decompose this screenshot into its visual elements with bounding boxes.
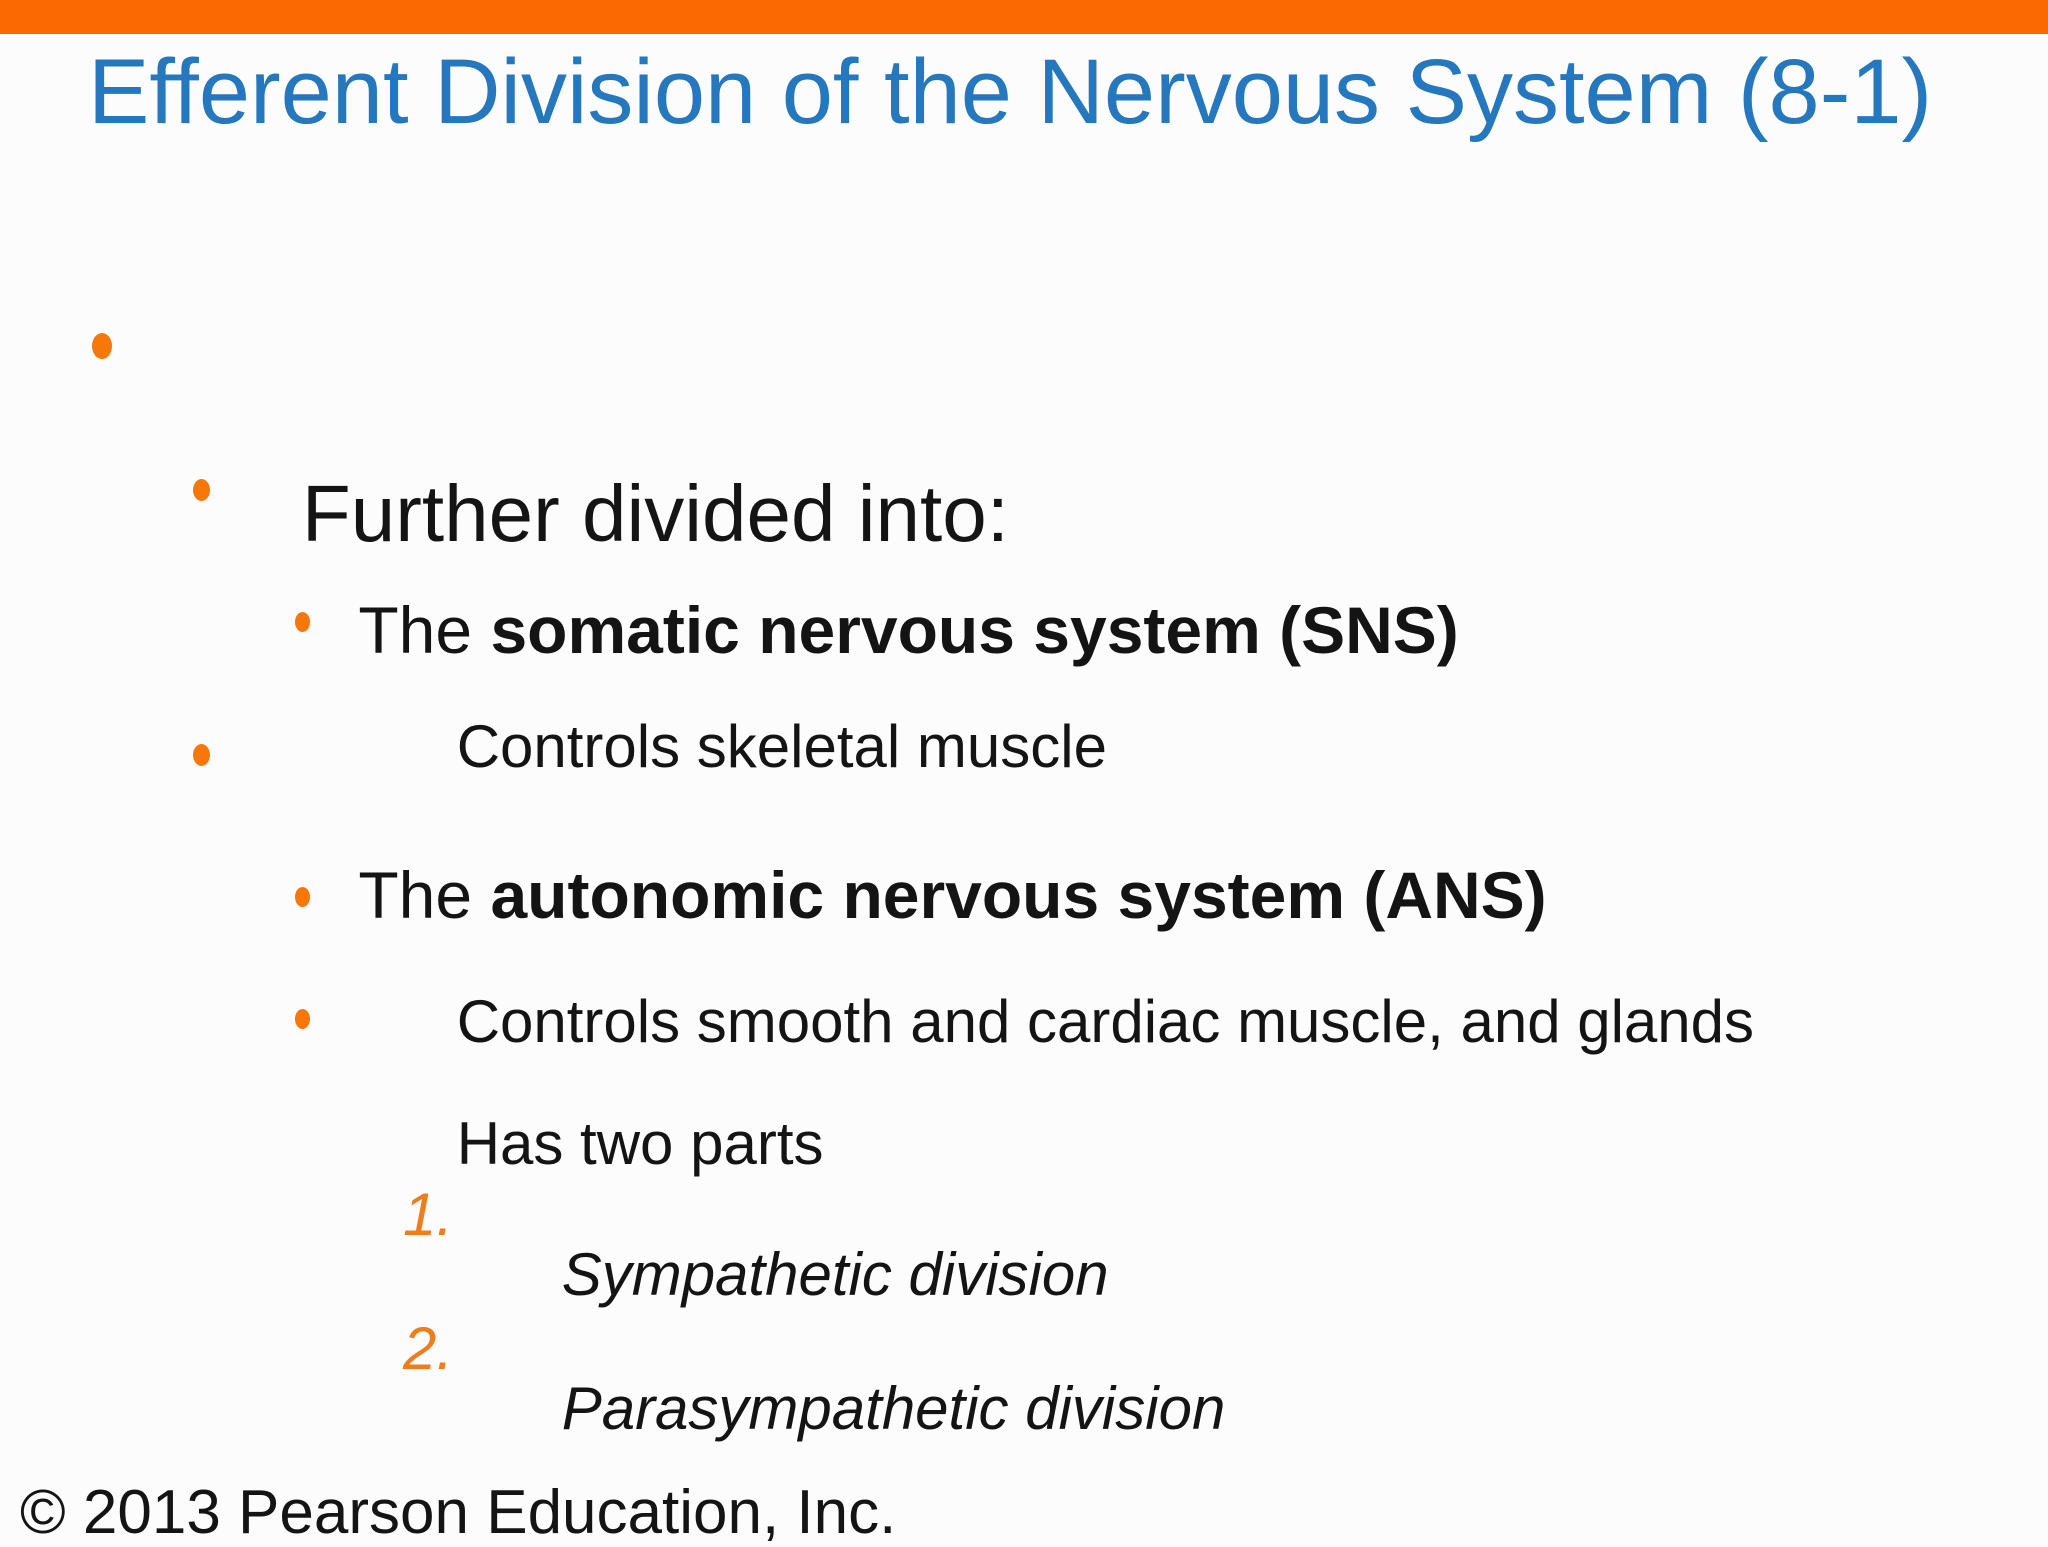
bullet-item-controls-smooth: Controls smooth and cardiac muscle, and … — [0, 872, 2048, 1112]
bullet-text: Controls smooth and cardiac muscle, and … — [456, 988, 1755, 1055]
item-text: Sympathetic division — [561, 1241, 1109, 1308]
bullet-item-controls-skeletal: Controls skeletal muscle — [0, 597, 2048, 837]
bullet-icon — [295, 612, 310, 632]
bullet-icon — [92, 333, 112, 359]
sns-prefix: The — [358, 593, 491, 667]
bullet-text: Has two parts — [456, 1110, 824, 1177]
bullet-text: Further divided into: — [301, 469, 1009, 558]
bullet-icon — [295, 887, 310, 907]
bullet-text: The autonomic nervous system (ANS) — [358, 862, 1546, 928]
bullet-icon — [193, 744, 210, 766]
ans-prefix: The — [358, 858, 491, 932]
top-accent-bar — [0, 0, 2048, 34]
bullet-text: Controls skeletal muscle — [456, 713, 1107, 780]
item-text: Parasympathetic division — [561, 1375, 1226, 1442]
item-number: 1. — [403, 1181, 454, 1248]
slide-title: Efferent Division of the Nervous System … — [88, 41, 1933, 143]
sns-bold-text: somatic nervous system (SNS) — [490, 593, 1459, 667]
bullet-item-further-divided: Further divided into: — [0, 314, 2048, 634]
bullet-item-sns: The somatic nervous system (SNS) — [0, 465, 2048, 729]
item-number: 2. — [403, 1315, 454, 1382]
copyright-footer: © 2013 Pearson Education, Inc. — [20, 1478, 897, 1547]
ans-bold-text: autonomic nervous system (ANS) — [490, 858, 1547, 932]
bullet-icon — [295, 1009, 310, 1029]
bullet-icon — [193, 479, 210, 501]
bullet-item-has-two-parts: Has two parts — [0, 994, 2048, 1234]
bullet-text: The somatic nervous system (SNS) — [358, 597, 1458, 663]
numbered-item-sympathetic: 1. Sympathetic division — [0, 1125, 2048, 1365]
numbered-item-parasympathetic: 2. Parasympathetic division — [0, 1259, 2048, 1499]
bullet-item-ans: The autonomic nervous system (ANS) — [0, 730, 2048, 994]
